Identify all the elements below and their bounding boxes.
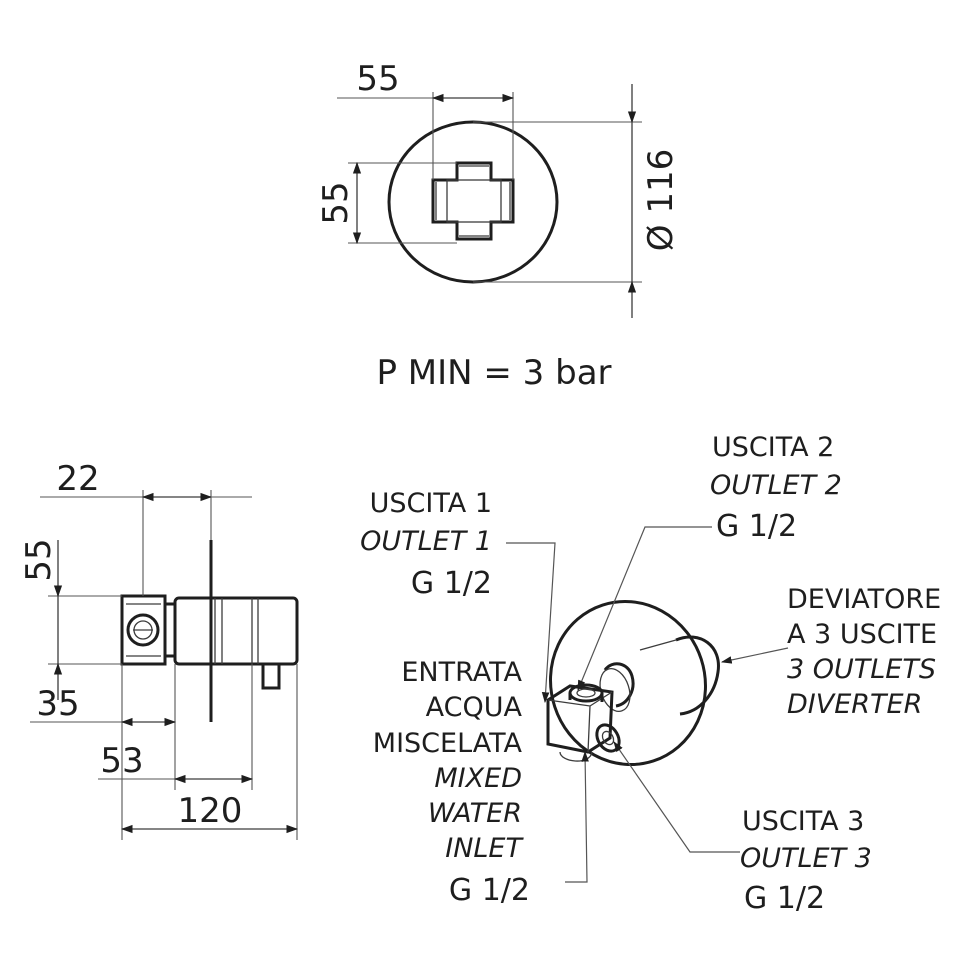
side-dim-35: 35 — [36, 684, 79, 724]
iso-cover-plate — [549, 599, 707, 767]
side-dim-55: 55 — [19, 538, 59, 581]
outlet2-it: USCITA 2 — [712, 432, 834, 463]
inlet-en-2: WATER — [428, 798, 522, 829]
outlet3-en: OUTLET 3 — [740, 843, 872, 874]
inlet-en-1: MIXED — [434, 763, 522, 794]
inlet-it-3: MISCELATA — [373, 728, 523, 759]
side-dim-120: 120 — [178, 791, 243, 831]
label-inlet: ENTRATA ACQUA MISCELATA MIXED WATER INLE… — [373, 657, 530, 908]
inlet-en-3: INLET — [445, 833, 524, 864]
diverter-it-1: DEVIATORE — [787, 584, 941, 615]
side-dim-53: 53 — [100, 741, 143, 781]
inlet-it-2: ACQUA — [426, 692, 523, 723]
diverter-en-2: DIVERTER — [787, 689, 922, 720]
label-outlet-2: USCITA 2 OUTLET 2 G 1/2 — [710, 432, 842, 544]
label-outlet-3: USCITA 3 OUTLET 3 G 1/2 — [740, 806, 872, 916]
inlet-thread: G 1/2 — [449, 873, 530, 908]
front-dim-diameter: Ø 116 — [641, 149, 681, 251]
front-dim-width: 55 — [356, 59, 399, 99]
outlet3-thread: G 1/2 — [744, 881, 825, 916]
label-outlet-1: USCITA 1 OUTLET 1 G 1/2 — [360, 488, 492, 601]
side-body — [173, 596, 299, 666]
outlet1-en: OUTLET 1 — [360, 526, 492, 557]
pressure-note: P MIN = 3 bar — [376, 353, 611, 393]
front-dim-height: 55 — [316, 181, 356, 224]
iso-cube — [546, 684, 614, 754]
outlet2-en: OUTLET 2 — [710, 470, 842, 501]
side-dim-22: 22 — [56, 459, 99, 499]
outlet1-it: USCITA 1 — [370, 488, 492, 519]
outlet1-thread: G 1/2 — [411, 566, 492, 601]
cover-plate-circle — [387, 120, 559, 284]
inlet-it-1: ENTRATA — [401, 657, 522, 688]
diverter-it-2: A 3 USCITE — [787, 619, 937, 650]
front-view: 55 55 Ø 116 — [316, 59, 681, 318]
outlet2-thread: G 1/2 — [716, 509, 797, 544]
label-diverter: DEVIATORE A 3 USCITE 3 OUTLETS DIVERTER — [787, 584, 941, 720]
outlet3-it: USCITA 3 — [742, 806, 864, 837]
side-view: 22 55 35 53 120 — [19, 459, 299, 840]
diverter-en-1: 3 OUTLETS — [787, 654, 936, 685]
isometric-view — [506, 526, 789, 883]
